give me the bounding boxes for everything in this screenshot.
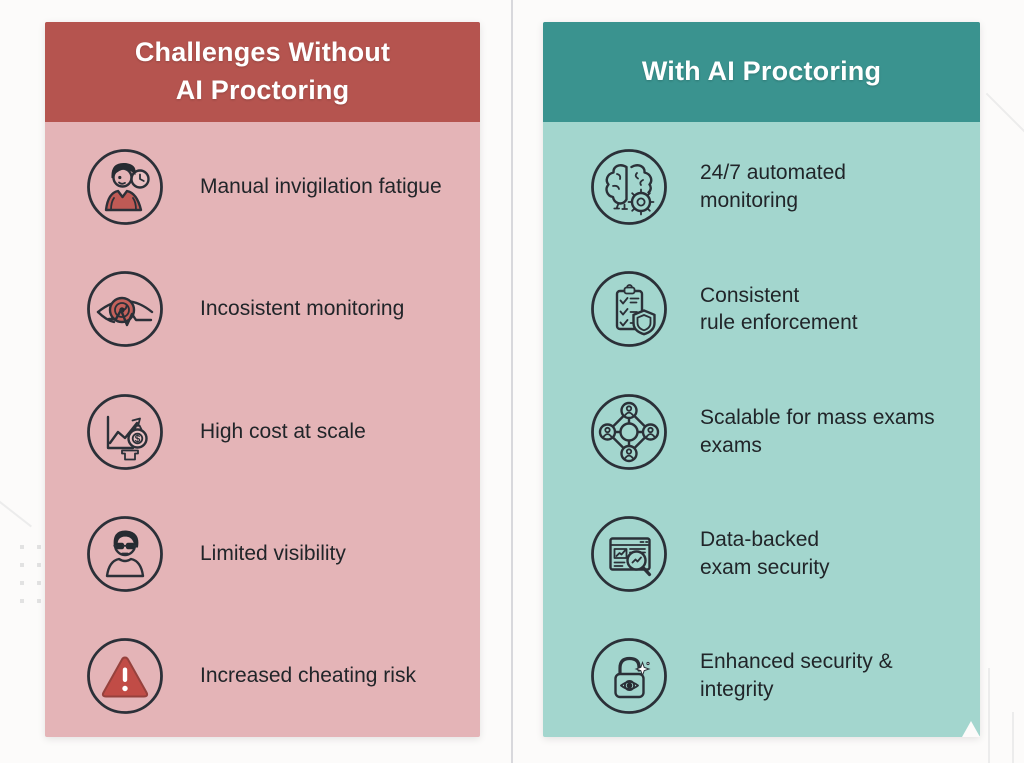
warning-triangle-icon bbox=[85, 636, 165, 716]
list-item: Enhanced security & integrity bbox=[543, 615, 980, 737]
decor-diagonal-right bbox=[985, 92, 1024, 150]
person-clock-icon bbox=[85, 147, 165, 227]
eye-waveform-icon bbox=[85, 269, 165, 349]
center-divider-line bbox=[511, 0, 513, 763]
decor-dot-grid bbox=[20, 545, 41, 603]
item-label: Limited visibility bbox=[200, 541, 346, 565]
list-item: Limited visibility bbox=[45, 493, 480, 615]
decor-diagonal-left bbox=[0, 498, 32, 528]
item-label: Data-backed exam security bbox=[700, 527, 830, 579]
list-item: Increased cheating risk bbox=[45, 615, 480, 737]
item-label: Incosistent monitoring bbox=[200, 297, 405, 321]
with-ai-list: 24/7 automated monitoring bbox=[543, 122, 980, 737]
clipboard-shield-icon bbox=[589, 269, 669, 349]
brain-gear-icon bbox=[589, 147, 669, 227]
without-ai-title: Challenges Without AI Proctoring bbox=[45, 22, 480, 122]
svg-text:$: $ bbox=[135, 434, 141, 445]
rising-cost-chart-icon: $ bbox=[85, 392, 165, 472]
list-item: $ High cost at scale bbox=[45, 370, 480, 492]
item-label: Enhanced security & integrity bbox=[700, 650, 893, 701]
item-label: Increased cheating risk bbox=[200, 664, 416, 688]
decor-corner-notch bbox=[962, 721, 980, 737]
decor-vertical-line-1 bbox=[988, 668, 990, 763]
network-users-icon bbox=[589, 392, 669, 472]
item-label: Scalable for mass exams exams bbox=[700, 405, 935, 457]
item-label: Consistent rule enforcement bbox=[700, 283, 858, 335]
list-item: 24/7 automated monitoring bbox=[543, 126, 980, 248]
decor-vertical-line-2 bbox=[1012, 712, 1014, 763]
document-magnifier-icon bbox=[589, 514, 669, 594]
list-item: Scalable for mass exams exams bbox=[543, 370, 980, 492]
item-label: High cost at scale bbox=[200, 419, 366, 443]
with-ai-panel: With AI Proctoring 24/7 automated m bbox=[543, 22, 980, 737]
item-label: 24/7 automated monitoring bbox=[700, 161, 846, 213]
without-ai-panel: Challenges Without AI Proctoring bbox=[45, 22, 480, 737]
list-item: Manual invigilation fatigue bbox=[45, 126, 480, 248]
without-ai-list: Manual invigilation fatigue Incos bbox=[45, 122, 480, 737]
list-item: Consistent rule enforcement bbox=[543, 248, 980, 370]
person-glasses-icon bbox=[85, 514, 165, 594]
with-ai-title: With AI Proctoring bbox=[543, 22, 980, 122]
list-item: Data-backed exam security bbox=[543, 493, 980, 615]
list-item: Incosistent monitoring bbox=[45, 248, 480, 370]
item-label: Manual invigilation fatigue bbox=[200, 175, 442, 199]
lock-eye-icon bbox=[589, 636, 669, 716]
